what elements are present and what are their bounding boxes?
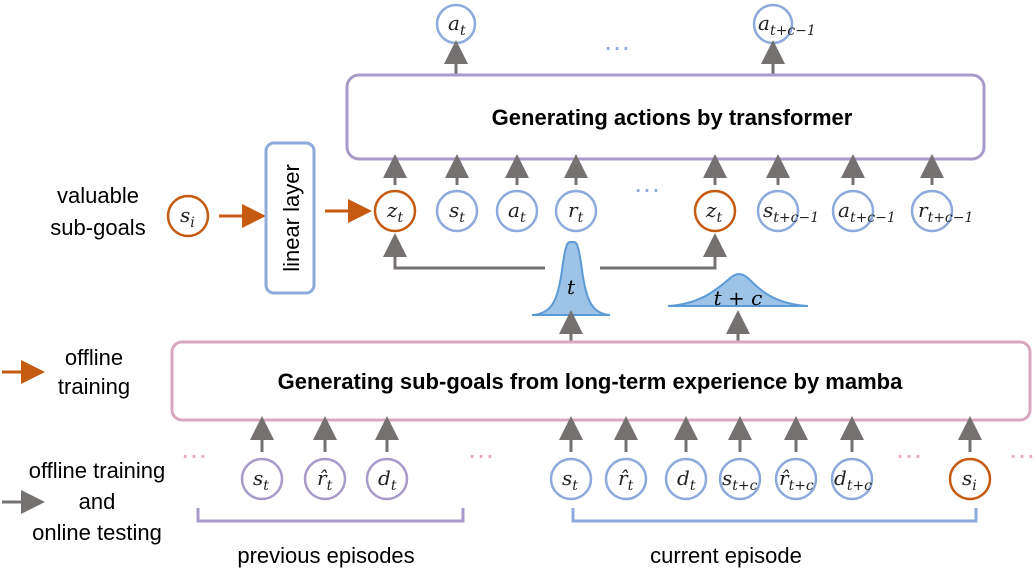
svg-text:at: at [508, 198, 526, 226]
transformer-box: Generating actions by transformer [345, 73, 986, 161]
token-s-t: st [435, 189, 479, 233]
mamba-box-label: Generating sub-goals from long-term expe… [278, 369, 903, 394]
prev-token-s-t: st [240, 457, 284, 501]
linear-layer-box: linear layer [264, 141, 316, 295]
svg-text:r̂t+c: r̂t+c [779, 466, 814, 494]
svg-text:st: st [253, 466, 269, 494]
token-a-t: at [495, 189, 539, 233]
token-s-i-left: si [166, 194, 210, 238]
legend-offline-label-2: training [58, 374, 130, 399]
cur-token-s-t: st [549, 457, 593, 501]
cur-token-d-t: dt [664, 457, 708, 501]
legend-both-label-3: online testing [32, 520, 162, 545]
svg-text:rt+c−1: rt+c−1 [918, 198, 973, 226]
svg-text:at+c−1: at+c−1 [838, 198, 896, 226]
svg-text:t + c: t + c [714, 286, 763, 310]
distribution-t: t [531, 240, 611, 316]
output-dots: … [603, 25, 631, 56]
svg-text:st: st [562, 466, 578, 494]
current-episode-label: current episode [650, 543, 802, 568]
token-z-t-2: zt [693, 189, 737, 233]
legend-offline-label-1: offline [65, 345, 123, 370]
bottom-token-arrows [250, 416, 982, 452]
svg-text:dt+c: dt+c [834, 466, 872, 494]
cur-token-r-hat-t: r̂t [604, 457, 648, 501]
token-to-transformer-arrows [383, 154, 944, 185]
svg-text:r̂t: r̂t [317, 466, 333, 494]
cur-token-r-hat-tc: r̂t+c [774, 457, 818, 501]
valuable-subgoals-label-1: valuable [57, 183, 139, 208]
valuable-subgoals-label-2: sub-goals [50, 215, 145, 240]
svg-text:r̂t: r̂t [618, 466, 634, 494]
legend-both-label-2: and [79, 489, 116, 514]
svg-text:st+c: st+c [722, 466, 758, 494]
token-z-t-1: zt [373, 189, 417, 233]
sampling-connector [383, 233, 727, 270]
svg-text:si: si [180, 203, 195, 231]
svg-text:t: t [567, 275, 576, 299]
token-dots: … [633, 167, 661, 198]
current-episode-bracket [571, 508, 978, 523]
svg-text:si: si [962, 466, 977, 494]
cur-token-d-tc: dt+c [830, 457, 874, 501]
output-token-a-tc1: at+c−1 [752, 3, 816, 45]
prev-token-d-t: dt [365, 457, 409, 501]
svg-text:dt: dt [378, 466, 397, 494]
transformer-box-label: Generating actions by transformer [492, 105, 853, 130]
previous-episodes-label: previous episodes [237, 543, 414, 568]
token-r-tc1: rt+c−1 [910, 189, 973, 233]
svg-text:at: at [448, 11, 466, 39]
svg-text:st+c−1: st+c−1 [763, 198, 819, 226]
svg-text:zt: zt [705, 198, 723, 226]
svg-text:zt: zt [386, 198, 404, 226]
svg-text:rt: rt [568, 198, 584, 226]
legend-both-label-1: offline training [29, 458, 166, 483]
svg-text:at+c−1: at+c−1 [758, 11, 816, 39]
previous-episodes-bracket [196, 508, 465, 523]
distribution-t-plus-c: t + c [667, 273, 809, 310]
prev-token-r-hat-t: r̂t [303, 457, 347, 501]
bottom-dots-right-2: … [1008, 433, 1035, 464]
cur-token-s-i: si [948, 457, 992, 501]
bottom-dots-middle: … [467, 433, 495, 464]
bottom-dots-right-1: … [895, 433, 923, 464]
mamba-box: Generating sub-goals from long-term expe… [170, 340, 1032, 422]
cur-token-s-tc: st+c [718, 457, 762, 501]
token-r-t: rt [554, 189, 598, 233]
token-s-tc1: st+c−1 [756, 189, 819, 233]
linear-layer-label: linear layer [279, 164, 304, 272]
output-token-a-t: at [435, 3, 477, 45]
bottom-dots-left: … [180, 433, 208, 464]
svg-text:dt: dt [677, 466, 696, 494]
svg-text:st: st [449, 198, 465, 226]
token-a-tc1: at+c−1 [831, 189, 896, 233]
